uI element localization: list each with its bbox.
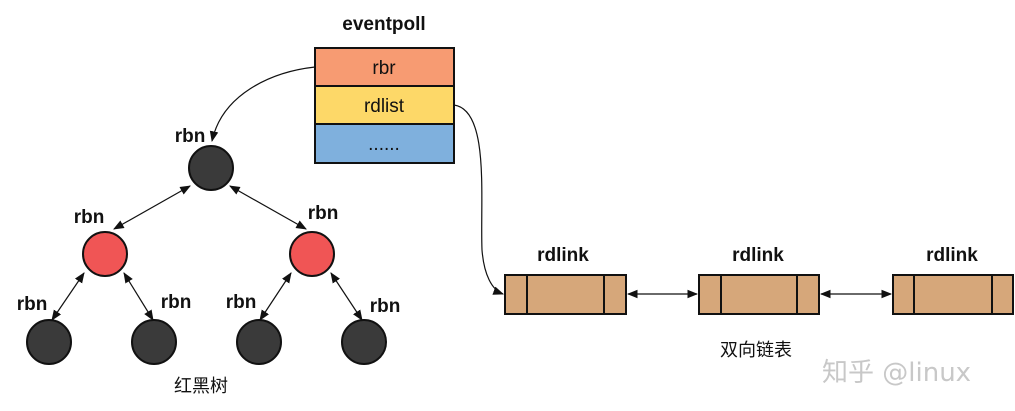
linked-list: rdlink rdlink rdlink bbox=[504, 245, 1014, 315]
label-rr: rbn bbox=[370, 296, 401, 317]
edge-r-rr bbox=[330, 272, 363, 321]
tree-caption: 红黑树 bbox=[174, 376, 228, 397]
list-label-3: rdlink bbox=[926, 245, 978, 266]
list-caption: 双向链表 bbox=[720, 340, 792, 361]
label-rl: rbn bbox=[226, 292, 257, 313]
tree-node-rl bbox=[236, 319, 282, 365]
label-ll: rbn bbox=[17, 294, 48, 315]
tree-node-root bbox=[188, 145, 234, 191]
label-r: rbn bbox=[308, 203, 339, 224]
rbr-to-root-arrow bbox=[209, 66, 316, 143]
list-node-2: rdlink bbox=[698, 245, 820, 315]
tree-edges bbox=[51, 185, 363, 321]
label-lr: rbn bbox=[161, 292, 192, 313]
rdlist-to-list-arrow bbox=[453, 104, 505, 295]
eventpoll-field-more bbox=[314, 123, 455, 164]
label-root: rbn bbox=[175, 126, 206, 147]
tree-node-lr bbox=[131, 319, 177, 365]
eventpoll-title: eventpoll bbox=[342, 14, 425, 35]
edge-l-lr bbox=[123, 272, 154, 321]
tree-nodes bbox=[26, 145, 387, 365]
tree-node-l bbox=[82, 231, 128, 277]
list-label-1: rdlink bbox=[537, 245, 589, 266]
edge-l-ll bbox=[51, 272, 85, 321]
edge-root-l bbox=[113, 185, 191, 230]
watermark: 知乎 @linux bbox=[822, 358, 971, 388]
tree-node-ll bbox=[26, 319, 72, 365]
edge-r-rl bbox=[259, 272, 292, 321]
list-node-3: rdlink bbox=[892, 245, 1014, 315]
field-label-rbr: rbr bbox=[372, 58, 396, 79]
list-label-2: rdlink bbox=[732, 245, 784, 266]
field-label-rdlist: rdlist bbox=[364, 96, 405, 117]
tree-node-r bbox=[289, 231, 335, 277]
field-label-more: ...... bbox=[368, 134, 400, 155]
edge-root-r bbox=[229, 185, 307, 230]
tree-node-rr bbox=[341, 319, 387, 365]
eventpoll-struct: rbr rdlist ...... bbox=[314, 47, 455, 164]
tree-labels: rbn rbn rbn rbn rbn rbn rbn bbox=[17, 126, 401, 317]
list-node-1: rdlink bbox=[504, 245, 627, 315]
label-l: rbn bbox=[74, 207, 105, 228]
